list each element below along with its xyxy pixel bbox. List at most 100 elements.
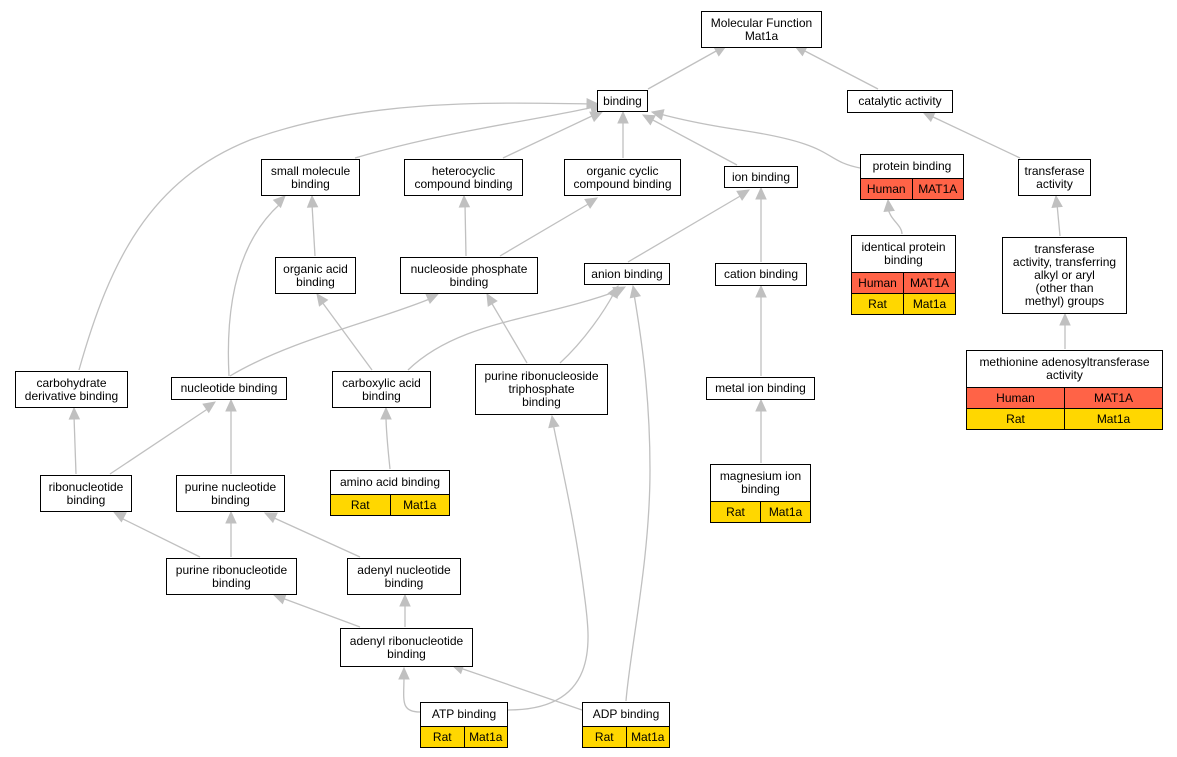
node-amino-acid-binding[interactable]: amino acid binding Rat Mat1a [330,470,450,516]
annotation-row-rat: Rat Mat1a [852,293,955,314]
node-organic-acid-binding[interactable]: organic acid binding [275,257,356,294]
gene-cell: Mat1a [463,727,508,747]
node-atp-binding[interactable]: ATP binding Rat Mat1a [420,702,508,748]
e-magnesium-metal-arrowhead [755,398,767,412]
node-label: heterocyclic compound binding [414,163,513,191]
node-label: ADP binding [592,707,660,721]
node-nucleotide-binding[interactable]: nucleotide binding [171,377,287,400]
e-nucphos-orgcyc [499,202,591,257]
annotation-row-rat: Rat Mat1a [421,726,507,747]
node-catalytic-activity[interactable]: catalytic activity [847,90,953,113]
node-carboxylic-acid-binding[interactable]: carboxylic acid binding [332,371,431,408]
annotation-row-rat: Rat Mat1a [711,501,810,522]
node-label: ion binding [731,169,791,184]
gene-cell: Mat1a [625,727,670,747]
e-nucleotide-nucphos-arrowhead [425,293,440,304]
e-hetero-binding-arrowhead [589,111,604,123]
node-identical-protein-binding[interactable]: identical protein binding Human MAT1A Ra… [851,235,956,315]
gene-cell: MAT1A [903,273,955,293]
e-carbo-binding-arrowhead [586,97,600,110]
node-label: purine ribonucleotide binding [175,562,288,590]
e-nucleotide-small-arrowhead [272,195,286,209]
e-orgacid-small [311,203,316,257]
e-atp-adenylribo-arrowhead [398,666,410,680]
e-carboxylic-orgacid-arrowhead [316,293,329,307]
e-transferase-cat [930,115,1021,159]
node-label: binding [603,93,642,108]
e-adenylribo-purribonuc-arrowhead [272,593,287,605]
e-atp-purribotri [507,422,589,711]
e-transferase-cat-arrowhead [921,111,936,123]
e-ion-binding [650,118,738,166]
gene-cell: Mat1a [760,502,810,522]
node-label: purine nucleotide binding [184,479,277,507]
annotation-row-rat: Rat Mat1a [583,726,669,747]
e-purribonuc-ribonuc-arrowhead [112,511,127,523]
node-carbohydrate-derivative-binding[interactable]: carbohydrate derivative binding [15,371,128,408]
annotation-row-human: Human MAT1A [967,387,1162,408]
species-cell: Rat [350,498,370,512]
e-nucleotide-small [227,203,281,377]
node-label: ATP binding [431,707,497,721]
annotation-row-human: Human MAT1A [861,178,963,199]
node-label: Molecular Function Mat1a [710,15,813,43]
annotation-row-rat: Rat Mat1a [331,494,449,515]
node-magnesium-ion-binding[interactable]: magnesium ion binding Rat Mat1a [710,464,811,523]
gene-cell: MAT1A [1064,388,1162,408]
node-transferase-activity[interactable]: transferase activity [1018,159,1091,196]
e-atp-purribotri-arrowhead [548,414,560,429]
node-binding[interactable]: binding [597,90,648,112]
node-adp-binding[interactable]: ADP binding Rat Mat1a [582,702,670,748]
e-adp-adenylribo [459,667,583,711]
node-small-molecule-binding[interactable]: small molecule binding [261,159,360,196]
e-amino-carboxylic-arrowhead [380,406,392,420]
e-purribotri-anion [559,292,615,364]
node-label: carboxylic acid binding [342,375,421,403]
e-small-binding [354,105,599,159]
e-ribonuc-nucleotide-arrowhead [202,401,216,414]
node-metal-ion-binding[interactable]: metal ion binding [706,377,815,400]
node-ribonucleotide-binding[interactable]: ribonucleotide binding [40,475,132,512]
e-ribonuc-nucleotide [109,407,210,475]
node-methionine-adenosyltransferase-activity[interactable]: methionine adenosyltransferase activity … [966,350,1163,430]
e-protein-binding-arrowhead [650,109,665,121]
node-adenyl-ribonucleotide-binding[interactable]: adenyl ribonucleotide binding [340,628,473,667]
e-amino-carboxylic [385,415,391,470]
node-transferase-activity-transferring-alkyl-or-aryl[interactable]: transferase activity, transferring alkyl… [1002,237,1127,314]
node-cation-binding[interactable]: cation binding [715,263,807,286]
node-anion-binding[interactable]: anion binding [584,263,670,285]
node-molecular-function[interactable]: Molecular Function Mat1a [701,11,822,48]
node-ion-binding[interactable]: ion binding [724,166,798,188]
species-cell: Rat [432,730,452,744]
node-organic-cyclic-compound-binding[interactable]: organic cyclic compound binding [564,159,681,196]
node-label: identical protein binding [861,240,946,267]
node-label: cation binding [723,267,799,281]
e-binding-mf [647,49,719,90]
e-identical-protein-arrowhead [883,198,895,213]
node-protein-binding[interactable]: protein binding Human MAT1A [860,154,964,200]
node-label: metal ion binding [715,381,806,395]
node-purine-ribonucleoside-triphosphate-binding[interactable]: purine ribonucleoside triphosphate bindi… [475,364,608,415]
e-ribonuc-carbo [73,415,77,475]
e-adenyl-purnuc-arrowhead [263,512,278,524]
node-adenyl-nucleotide-binding[interactable]: adenyl nucleotide binding [347,558,461,595]
node-label: amino acid binding [339,475,441,489]
node-purine-nucleotide-binding[interactable]: purine nucleotide binding [176,475,285,512]
gene-cell: Mat1a [1064,409,1162,429]
node-label: adenyl nucleotide binding [357,562,451,590]
e-ion-binding-arrowhead [641,114,656,126]
e-nucphos-hetero-arrowhead [458,194,471,208]
node-heterocyclic-compound-binding[interactable]: heterocyclic compound binding [404,159,523,196]
node-label: nucleoside phosphate binding [410,261,528,289]
e-purnuc-nucleotide-arrowhead [225,398,237,412]
e-nucphos-hetero [464,203,467,257]
node-label: adenyl ribonucleotide binding [349,633,464,661]
node-nucleoside-phosphate-binding[interactable]: nucleoside phosphate binding [400,257,538,294]
gene-cell: Mat1a [903,294,955,314]
e-transalkyl-trans-arrowhead [1051,194,1063,209]
node-purine-ribonucleotide-binding[interactable]: purine ribonucleotide binding [166,558,297,595]
species-cell: Rat [594,730,614,744]
e-adenyl-purnuc [271,516,361,558]
e-anion-ion-arrowhead [736,189,751,201]
e-adenylribo-adenyl-arrowhead [399,593,411,607]
